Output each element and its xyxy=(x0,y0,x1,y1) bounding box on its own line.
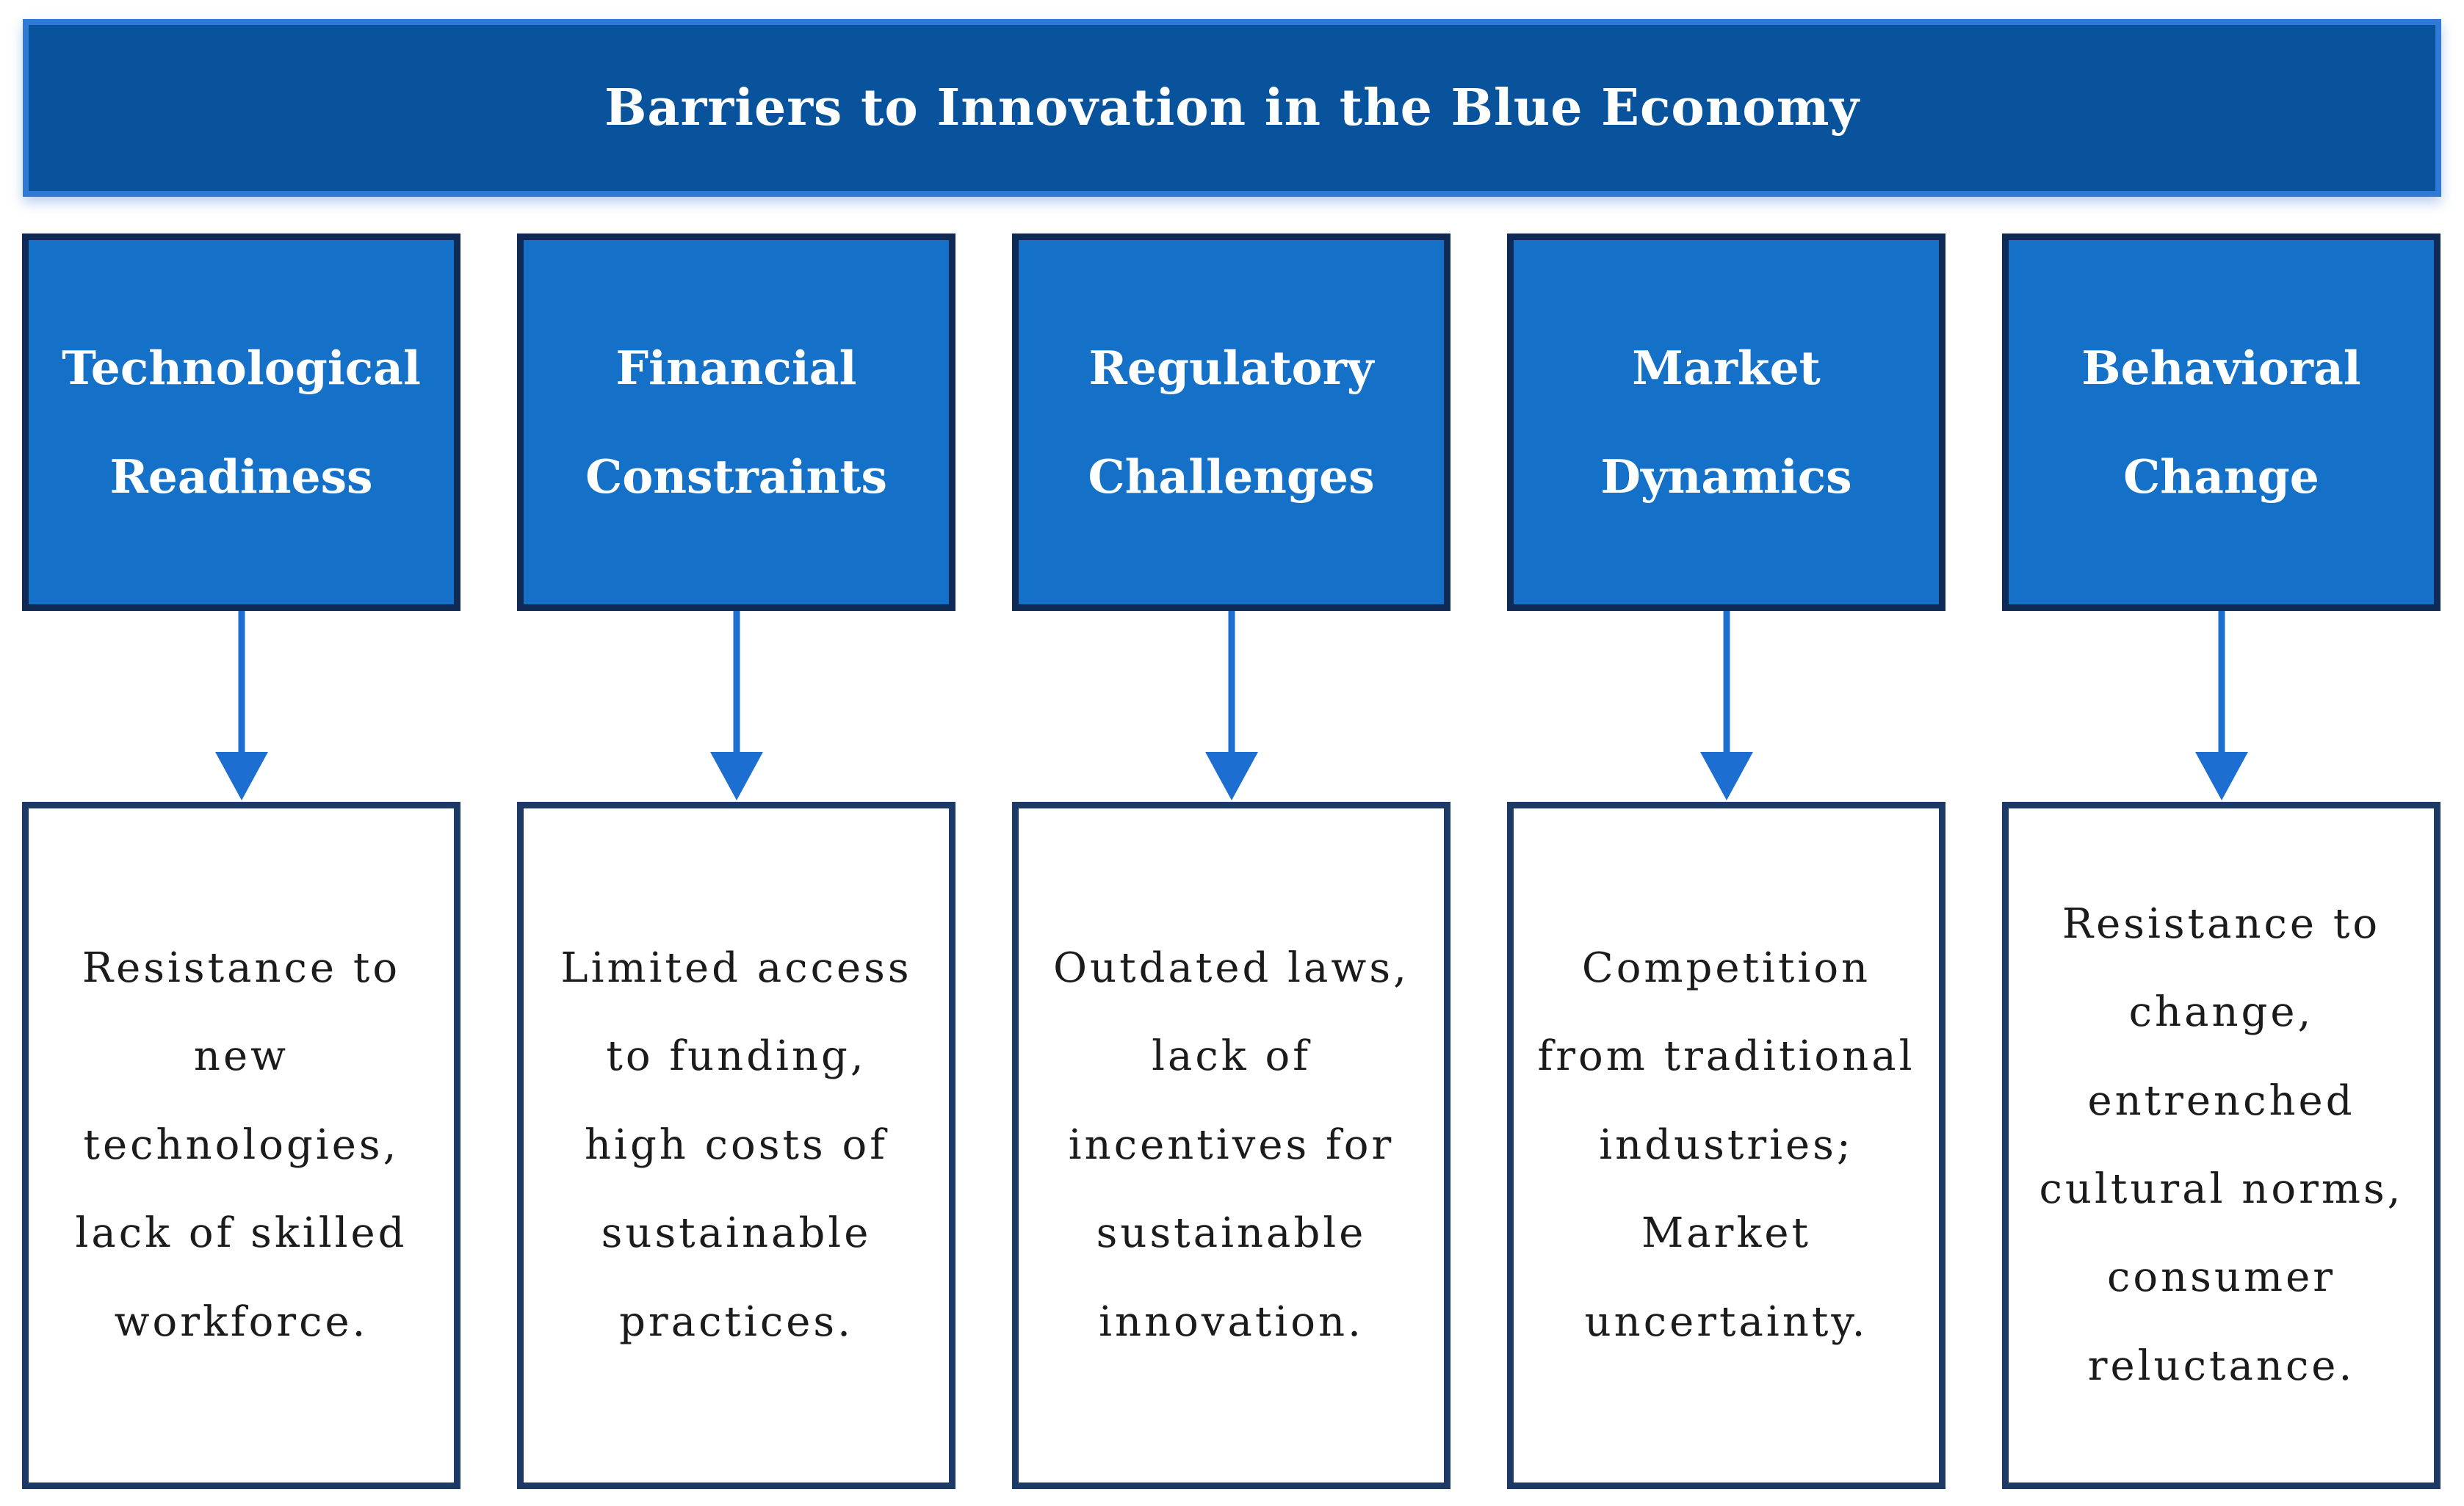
description-text: Resistance to change, entrenched cultura… xyxy=(2039,899,2404,1390)
down-arrow-icon xyxy=(709,611,763,800)
description-text: Resistance to new technologies, lack of … xyxy=(75,944,408,1346)
category-label: Financial Constraints xyxy=(585,340,887,504)
page-title: Barriers to Innovation in the Blue Econo… xyxy=(604,79,1860,137)
title-banner: Barriers to Innovation in the Blue Econo… xyxy=(23,19,2441,197)
category-label: Behavioral Change xyxy=(2081,340,2361,504)
down-arrow-icon xyxy=(214,611,268,800)
connector xyxy=(1012,611,1450,802)
category-label: Market Dynamics xyxy=(1600,340,1852,504)
category-box: Financial Constraints xyxy=(517,233,955,611)
description-box: Competition from traditional industries;… xyxy=(1507,802,1945,1489)
category-label: Technological Readiness xyxy=(62,340,421,504)
category-label: Regulatory Challenges xyxy=(1088,340,1375,504)
down-arrow-icon xyxy=(1699,611,1753,800)
column-behavioral-change: Behavioral Change Resistance to change, … xyxy=(2002,233,2440,1489)
column-technological-readiness: Technological Readiness Resistance to ne… xyxy=(22,233,460,1489)
column-financial-constraints: Financial Constraints Limited access to … xyxy=(517,233,955,1489)
column-market-dynamics: Market Dynamics Competition from traditi… xyxy=(1507,233,1945,1489)
description-box: Outdated laws, lack of incentives for su… xyxy=(1012,802,1450,1489)
connector xyxy=(1507,611,1945,802)
description-box: Resistance to change, entrenched cultura… xyxy=(2002,802,2440,1489)
description-text: Limited access to funding, high costs of… xyxy=(560,944,912,1346)
down-arrow-icon xyxy=(2194,611,2248,800)
category-box: Market Dynamics xyxy=(1507,233,1945,611)
column-regulatory-challenges: Regulatory Challenges Outdated laws, lac… xyxy=(1012,233,1450,1489)
description-box: Resistance to new technologies, lack of … xyxy=(22,802,460,1489)
connector xyxy=(2002,611,2440,802)
category-box: Behavioral Change xyxy=(2002,233,2440,611)
description-box: Limited access to funding, high costs of… xyxy=(517,802,955,1489)
category-box: Regulatory Challenges xyxy=(1012,233,1450,611)
description-text: Competition from traditional industries;… xyxy=(1537,944,1915,1346)
connector xyxy=(517,611,955,802)
description-text: Outdated laws, lack of incentives for su… xyxy=(1053,944,1409,1346)
connector xyxy=(22,611,460,802)
down-arrow-icon xyxy=(1204,611,1258,800)
category-box: Technological Readiness xyxy=(22,233,460,611)
barrier-columns: Technological Readiness Resistance to ne… xyxy=(22,233,2442,1489)
